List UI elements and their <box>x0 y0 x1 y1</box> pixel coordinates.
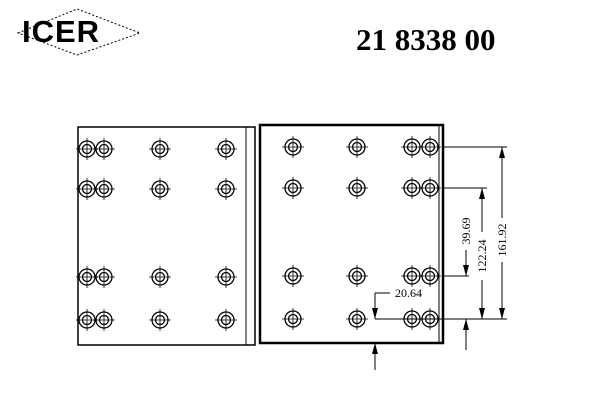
icer-logo: ICER <box>22 14 101 49</box>
rivet-hole <box>215 178 237 200</box>
rivet-hole <box>346 265 368 287</box>
rivet-hole <box>93 178 115 200</box>
rivet-hole <box>93 309 115 331</box>
left-brake-lining <box>77 126 256 346</box>
rivet-hole <box>215 138 237 160</box>
rivet-hole <box>346 308 368 330</box>
rivet-hole <box>149 309 171 331</box>
rivet-hole <box>419 265 441 287</box>
rivet-hole <box>346 177 368 199</box>
part-number: 21 8338 00 <box>356 22 496 57</box>
rivet-hole <box>215 266 237 288</box>
rivet-hole <box>346 136 368 158</box>
rivet-hole <box>149 138 171 160</box>
rivet-hole <box>282 177 304 199</box>
rivet-hole <box>149 178 171 200</box>
rivet-hole <box>282 308 304 330</box>
dimension-20-64: 20.64 <box>395 286 422 300</box>
rivet-hole <box>282 136 304 158</box>
dimension-arrows <box>372 147 505 354</box>
right-brake-lining <box>258 123 445 345</box>
dimension-161-92: 161.92 <box>495 224 509 257</box>
rivet-hole <box>149 266 171 288</box>
dimension-122-24: 122.24 <box>475 240 489 273</box>
dimension-39-69: 39.69 <box>459 218 473 245</box>
rivet-hole <box>93 266 115 288</box>
rivet-hole <box>282 265 304 287</box>
rivet-hole <box>93 138 115 160</box>
rivet-hole <box>215 309 237 331</box>
rivet-hole <box>419 177 441 199</box>
rivet-hole <box>419 136 441 158</box>
